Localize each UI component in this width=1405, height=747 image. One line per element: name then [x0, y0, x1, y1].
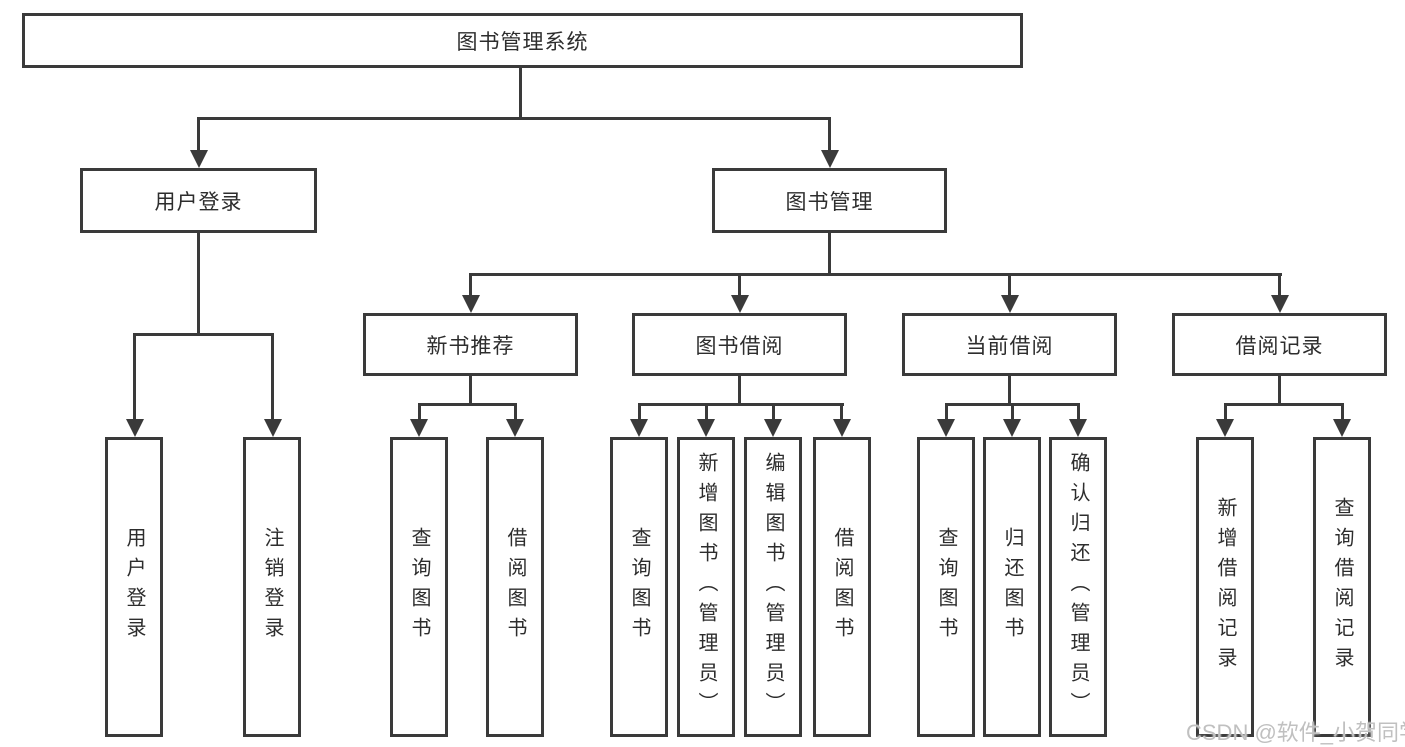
connector-current-borrow-bar: [945, 403, 1080, 406]
connector-to-leaf-user-login: [133, 336, 136, 420]
leaf-query-books-borrow: 查询图书: [610, 437, 668, 737]
connector-leaf: [1077, 406, 1080, 420]
leaf-query-books-current: 查询图书: [917, 437, 975, 737]
connector-to-new-book: [469, 276, 472, 296]
node-current-borrow-label: 当前借阅: [965, 334, 1054, 358]
arrowhead-icon: [731, 295, 749, 313]
connector-borrow-records-stub: [1278, 376, 1281, 405]
connector-new-book-bar: [418, 403, 517, 406]
leaf-edit-books-admin: 编辑图书（管理员）: [744, 437, 802, 737]
connector-level2-bar: [197, 117, 831, 120]
node-new-book-recommend: 新书推荐: [363, 313, 578, 376]
arrowhead-icon: [821, 150, 839, 168]
leaf-add-books-admin-label: 新增图书（管理员）: [695, 452, 717, 722]
arrowhead-icon: [937, 419, 955, 437]
node-library-system: 图书管理系统: [22, 13, 1023, 68]
node-current-borrow: 当前借阅: [902, 313, 1117, 376]
leaf-query-books-borrow-label: 查询图书: [628, 527, 650, 647]
leaf-query-borrow-record-label: 查询借阅记录: [1331, 497, 1353, 677]
connector-level3-bar: [469, 273, 1282, 276]
node-book-borrow-label: 图书借阅: [695, 334, 784, 358]
arrowhead-icon: [126, 419, 144, 437]
connector-current-borrow-stub: [1008, 376, 1011, 405]
connector-leaf: [705, 406, 708, 420]
arrowhead-icon: [697, 419, 715, 437]
leaf-logout-login-label: 注销登录: [261, 527, 283, 647]
connector-leaf: [1341, 406, 1344, 420]
node-library-system-label: 图书管理系统: [456, 30, 589, 54]
leaf-edit-books-admin-label: 编辑图书（管理员）: [762, 452, 784, 722]
node-new-book-recommend-label: 新书推荐: [426, 334, 515, 358]
node-book-management-label: 图书管理: [785, 190, 874, 214]
connector-to-user-login: [197, 120, 200, 153]
connector-to-book-borrow: [738, 276, 741, 296]
arrowhead-icon: [1271, 295, 1289, 313]
connector-new-book-stub: [469, 376, 472, 405]
arrowhead-icon: [833, 419, 851, 437]
leaf-borrow-books-recommend: 借阅图书: [486, 437, 544, 737]
connector-leaf: [1011, 406, 1014, 420]
connector-user-login-bar: [133, 333, 274, 336]
leaf-confirm-return-admin-label: 确认归还（管理员）: [1067, 452, 1089, 722]
node-borrow-records: 借阅记录: [1172, 313, 1387, 376]
arrowhead-icon: [462, 295, 480, 313]
connector-leaf: [772, 406, 775, 420]
leaf-query-borrow-record: 查询借阅记录: [1313, 437, 1371, 737]
connector-book-mgmt-stub: [828, 233, 831, 273]
arrowhead-icon: [1001, 295, 1019, 313]
connector-to-leaf-logout: [271, 336, 274, 420]
leaf-confirm-return-admin: 确认归还（管理员）: [1049, 437, 1107, 737]
arrowhead-icon: [1216, 419, 1234, 437]
leaf-borrow-books-recommend-label: 借阅图书: [504, 527, 526, 647]
arrowhead-icon: [630, 419, 648, 437]
node-user-login-group: 用户登录: [80, 168, 317, 233]
connector-leaf: [638, 406, 641, 420]
connector-leaf: [945, 406, 948, 420]
leaf-user-login-label: 用户登录: [123, 527, 145, 647]
connector-leaf: [514, 406, 517, 420]
leaf-borrow-books-label: 借阅图书: [831, 527, 853, 647]
leaf-logout-login: 注销登录: [243, 437, 301, 737]
connector-root-stub: [519, 68, 522, 118]
watermark: CSDN @软件_小贺同学: [1186, 720, 1405, 745]
leaf-query-books-recommend: 查询图书: [390, 437, 448, 737]
arrowhead-icon: [1003, 419, 1021, 437]
connector-to-borrow-records: [1278, 276, 1281, 296]
arrowhead-icon: [264, 419, 282, 437]
connector-borrow-records-bar: [1224, 403, 1344, 406]
node-user-login-group-label: 用户登录: [154, 190, 243, 214]
connector-leaf: [418, 406, 421, 420]
arrowhead-icon: [506, 419, 524, 437]
connector-user-login-stub: [197, 233, 200, 333]
connector-book-borrow-bar: [638, 403, 844, 406]
connector-book-borrow-stub: [738, 376, 741, 405]
arrowhead-icon: [1333, 419, 1351, 437]
node-borrow-records-label: 借阅记录: [1235, 334, 1324, 358]
arrowhead-icon: [1069, 419, 1087, 437]
node-book-borrow: 图书借阅: [632, 313, 847, 376]
leaf-user-login: 用户登录: [105, 437, 163, 737]
arrowhead-icon: [410, 419, 428, 437]
leaf-add-borrow-record: 新增借阅记录: [1196, 437, 1254, 737]
arrowhead-icon: [764, 419, 782, 437]
leaf-add-books-admin: 新增图书（管理员）: [677, 437, 735, 737]
connector-to-book-management: [828, 120, 831, 153]
arrowhead-icon: [190, 150, 208, 168]
connector-leaf: [1224, 406, 1227, 420]
leaf-query-books-recommend-label: 查询图书: [408, 527, 430, 647]
connector-leaf: [840, 406, 843, 420]
leaf-borrow-books: 借阅图书: [813, 437, 871, 737]
connector-to-current-borrow: [1008, 276, 1011, 296]
leaf-query-books-current-label: 查询图书: [935, 527, 957, 647]
node-book-management: 图书管理: [712, 168, 947, 233]
leaf-return-books: 归还图书: [983, 437, 1041, 737]
leaf-add-borrow-record-label: 新增借阅记录: [1214, 497, 1236, 677]
leaf-return-books-label: 归还图书: [1001, 527, 1023, 647]
